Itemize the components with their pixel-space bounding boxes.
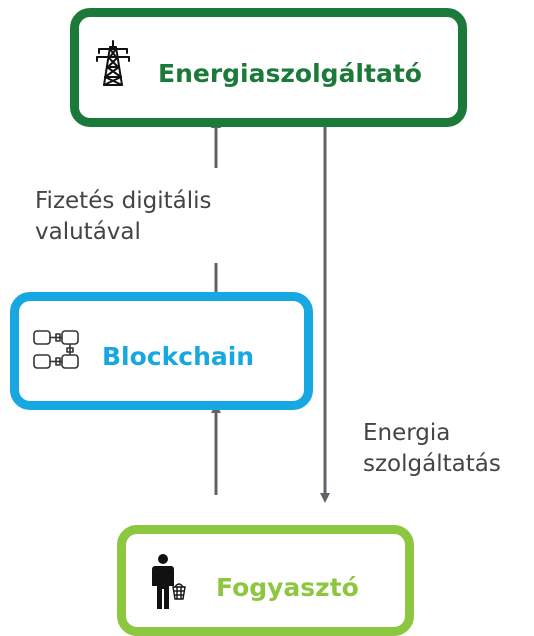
payment-label-line-2: valutával — [35, 219, 141, 245]
blockchain-label: Blockchain — [102, 342, 255, 371]
energy-edge-label: Energia szolgáltatás — [363, 418, 501, 480]
provider-node: Energiaszolgáltató — [70, 8, 467, 127]
provider-label: Energiaszolgáltató — [158, 59, 422, 88]
payment-edge-label: Fizetés digitális valutával — [35, 186, 212, 248]
consumer-node: Fogyasztó — [117, 525, 414, 636]
power-tower-icon — [95, 39, 131, 91]
energy-label-line-1: Energia — [363, 420, 451, 446]
shopper-icon — [147, 553, 187, 615]
blockchain-node: Blockchain — [10, 292, 313, 410]
blockchain-icon — [32, 328, 84, 376]
consumer-label: Fogyasztó — [216, 573, 359, 602]
energy-label-line-2: szolgáltatás — [363, 451, 501, 477]
payment-label-line-1: Fizetés digitális — [35, 188, 212, 214]
